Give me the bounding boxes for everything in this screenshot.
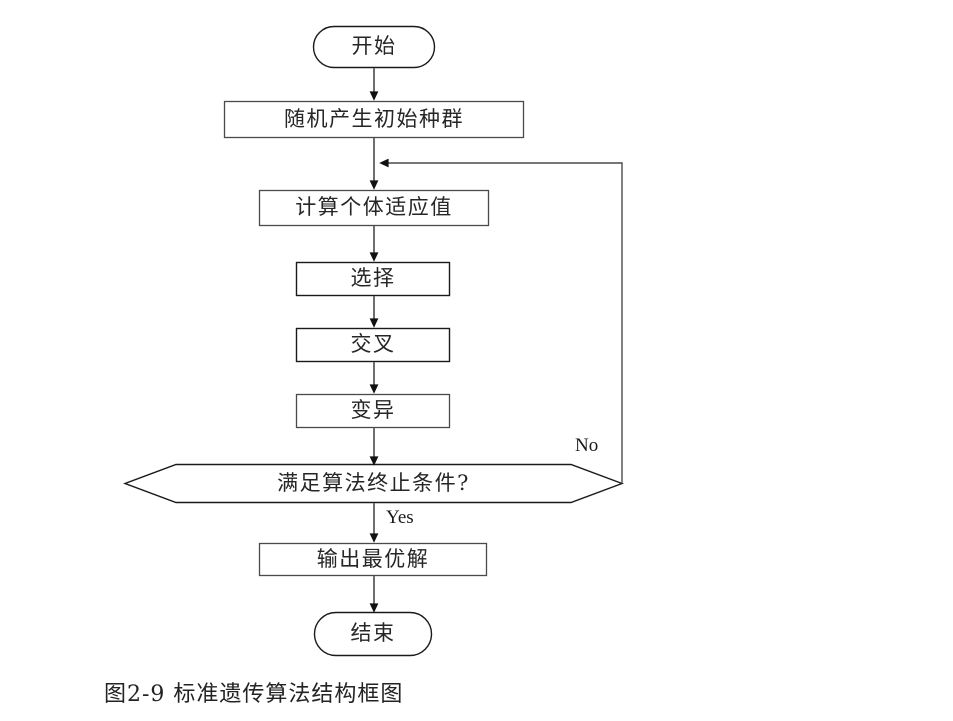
node-output-shape [258,542,488,577]
node-mutation-label: 变异 [350,398,396,423]
node-decision-label: 满足算法终止条件? [277,470,470,495]
node-select-label: 选择 [350,266,396,291]
node-end-label: 结束 [350,621,396,646]
node-start-label: 开始 [351,34,397,59]
node-mutation-shape [295,393,451,429]
node-fitness-label: 计算个体适应值 [295,195,453,220]
edge-no-feedback-loop [379,158,623,484]
node-select-shape [295,261,451,297]
node-init-shape [223,100,525,139]
node-fitness-shape [258,189,490,227]
node-init-label: 随机产生初始种群 [284,106,464,131]
node-crossover-label: 交叉 [350,332,396,357]
node-start-shape [312,25,436,69]
node-output-label: 输出最优解 [316,546,430,571]
edge-label-yes: Yes [386,507,414,528]
figure-caption: 图2-9 标准遗传算法结构框图 [104,682,404,707]
edge-label-no: No [575,435,599,456]
node-crossover-shape [295,327,451,363]
